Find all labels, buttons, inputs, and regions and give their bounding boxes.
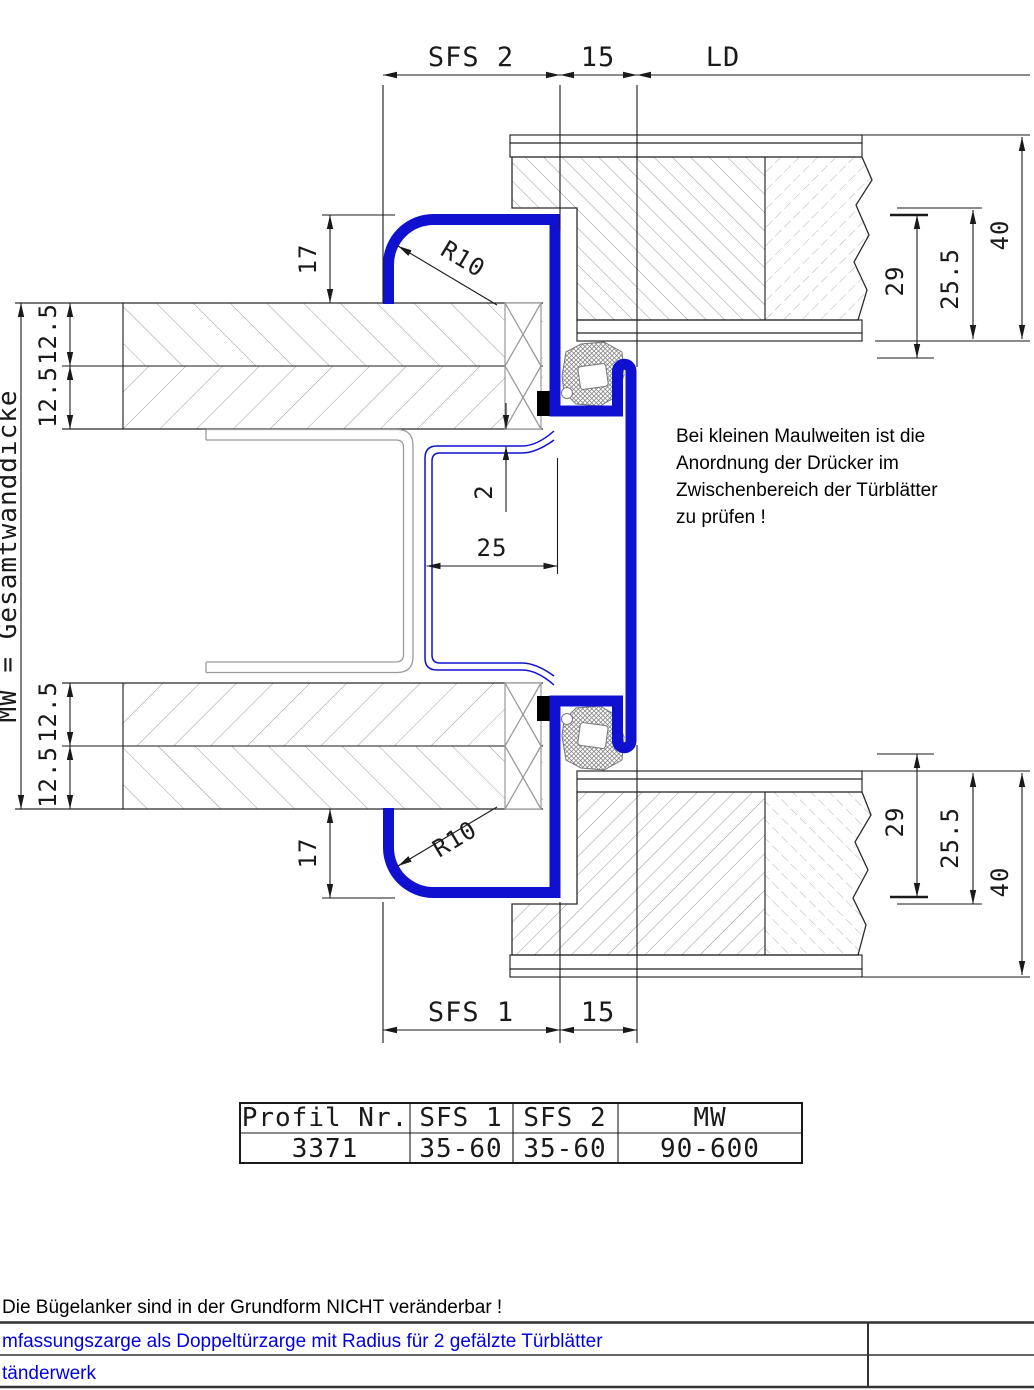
dim-255-bot: 25.5 — [936, 807, 964, 869]
anchor-box-bottom — [504, 682, 542, 810]
dim-40-top: 40 — [986, 220, 1014, 251]
table-cell-profilnr: 3371 — [292, 1134, 359, 1164]
table-cell-sfs2: 35-60 — [523, 1134, 606, 1164]
dim-15-bot-label: 15 — [581, 997, 616, 1028]
dim-25: 25 — [477, 534, 508, 562]
footer-anchor-note: Die Bügelanker sind in der Grundform NIC… — [2, 1297, 502, 1318]
table-cell-sfs1: 35-60 — [419, 1134, 502, 1164]
dim-255-top: 25.5 — [936, 248, 964, 310]
dim-17-bot: 17 — [294, 838, 322, 869]
note-line-2: Anordnung der Drücker im — [676, 453, 899, 474]
weld-block-top — [537, 391, 550, 416]
note-block: Bei kleinen Maulweiten ist die Anordnung… — [676, 426, 938, 528]
dim-17-top: 17 — [294, 244, 322, 275]
frame-profile — [383, 214, 637, 898]
dim-mw-label: MW = Gesamtwanddicke — [0, 389, 23, 722]
dim-ld-label: LD — [706, 42, 741, 73]
stud-profile — [205, 428, 414, 674]
footer-title-line1: mfassungszarge als Doppeltürzarge mit Ra… — [2, 1331, 603, 1352]
footer-title-line2: tänderwerk — [2, 1363, 96, 1384]
dim-29-bot: 29 — [881, 807, 909, 838]
dim-125-b: 12.5 — [34, 366, 62, 428]
profile-table: Profil Nr. SFS 1 SFS 2 MW 3371 35-60 35-… — [239, 1102, 803, 1164]
wall-bottom — [15, 682, 543, 810]
table-header-sfs2: SFS 2 — [523, 1103, 606, 1133]
wall-top — [15, 302, 543, 430]
table-header-mw: MW — [693, 1103, 726, 1133]
profile-middle-contours — [424, 430, 555, 686]
dim-15-top-label: 15 — [581, 42, 616, 73]
dim-125-c: 12.5 — [34, 681, 62, 743]
table-header-profil: Profil Nr. — [242, 1103, 409, 1133]
note-line-3: Zwischenbereich der Türblätter — [676, 480, 938, 501]
dim-29-top: 29 — [881, 266, 909, 297]
note-line-1: Bei kleinen Maulweiten ist die — [676, 426, 925, 447]
dim-125-d: 12.5 — [34, 746, 62, 808]
gasket-bottom — [561, 705, 625, 771]
dim-40-bot: 40 — [986, 867, 1014, 898]
dim-125-a: 12.5 — [34, 303, 62, 365]
dim-2: 2 — [470, 484, 498, 499]
weld-block-bottom — [537, 696, 550, 721]
dim-sfs2-label: SFS 2 — [428, 42, 514, 73]
note-line-4: zu prüfen ! — [676, 507, 766, 528]
title-block: Die Bügelanker sind in der Grundform NIC… — [0, 1297, 1034, 1389]
dimension-lines — [17, 71, 1030, 1043]
gasket-top — [561, 341, 625, 407]
table-cell-mw: 90-600 — [660, 1134, 760, 1164]
anchor-box-top — [504, 302, 542, 430]
dim-sfs1-label: SFS 1 — [428, 997, 514, 1028]
table-header-sfs1: SFS 1 — [419, 1103, 502, 1133]
